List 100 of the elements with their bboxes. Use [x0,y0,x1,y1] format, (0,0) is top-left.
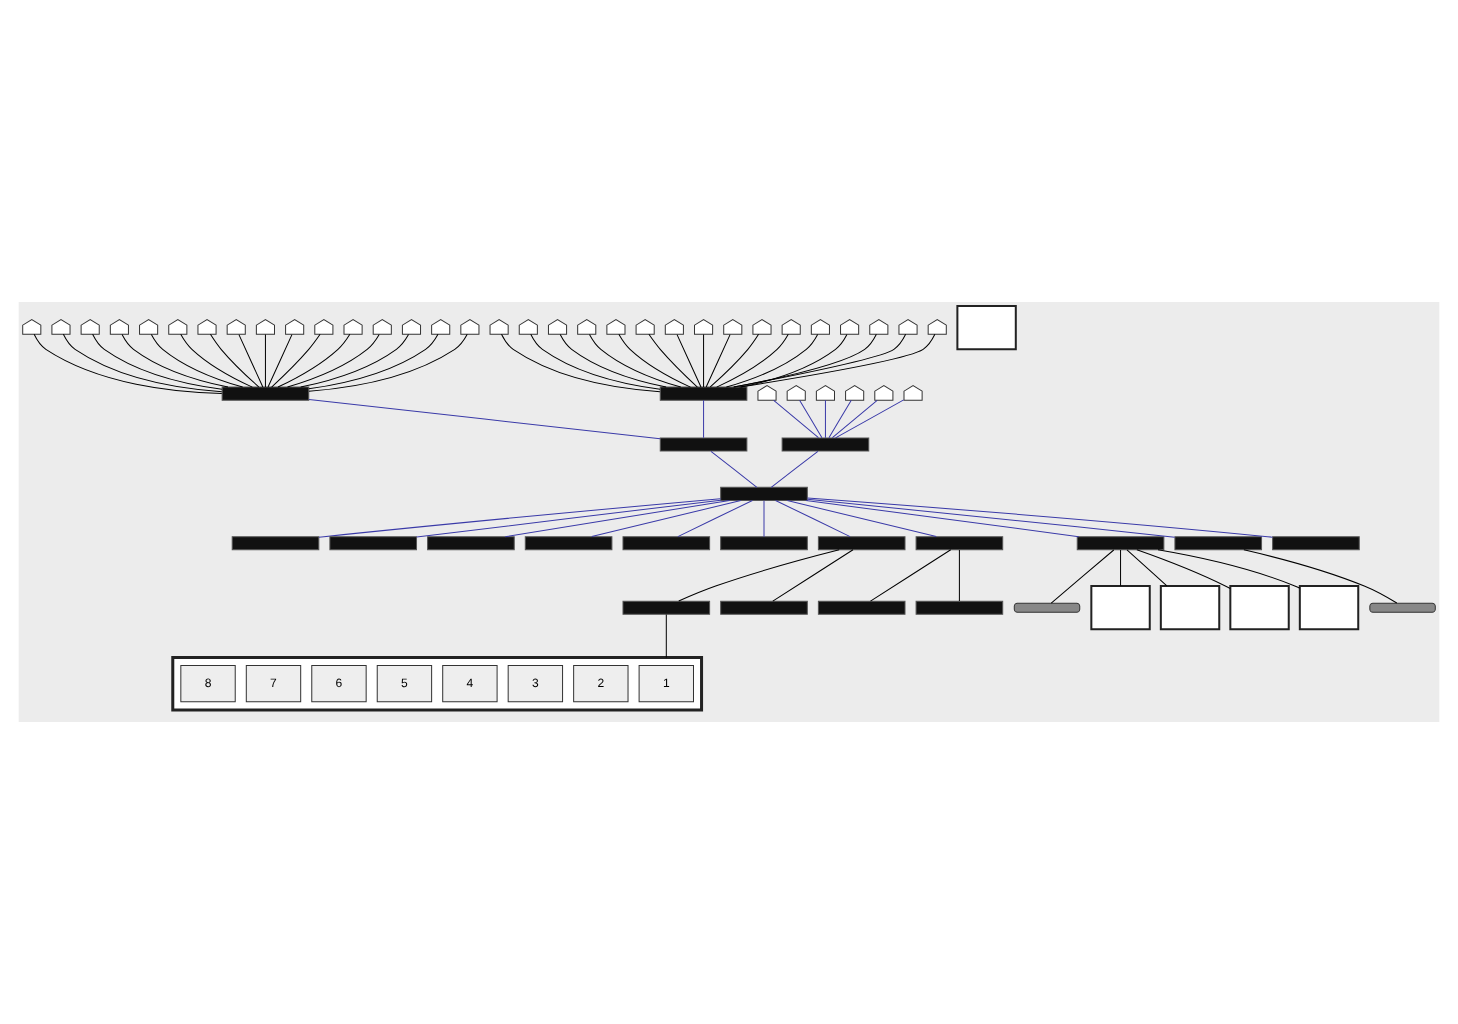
node-camera [460,319,480,335]
connector [277,333,351,388]
connector [180,333,253,388]
connector [33,333,223,394]
connector [824,399,826,439]
node-camera [786,385,806,401]
node-camera [606,319,626,335]
node-camera [903,385,923,401]
node-camera [197,319,217,335]
node-camera [723,319,743,335]
node-camera [635,319,655,335]
node-keyboard [1369,602,1436,613]
node-box [817,536,906,551]
node-box [622,600,711,615]
node-camera [757,385,777,401]
connector [799,399,823,439]
node-camera [898,319,918,335]
connector [308,399,661,440]
connector [318,498,722,538]
node-camera [845,385,865,401]
connector [1136,549,1231,590]
node-box [231,536,320,551]
connector [763,500,765,538]
connector [807,498,1176,538]
connector [807,497,1273,538]
node-box [659,437,748,452]
node-box [524,536,613,551]
node-camera [489,319,509,335]
connector [92,333,223,390]
connector [264,334,266,388]
node-camera [694,319,714,335]
node-camera [226,319,246,335]
connector [828,399,852,439]
connector [703,334,705,388]
node-camera [431,319,451,335]
node-camera [869,319,889,335]
node-box [329,536,418,551]
connector [300,334,410,388]
node-monitor [956,305,1017,351]
node-camera [547,319,568,335]
node-camera [815,385,835,401]
connector [1243,549,1398,604]
connector [271,333,321,388]
node-camera [781,319,801,335]
node-box [622,536,711,551]
node-monitor [1090,585,1151,631]
connector [772,549,854,602]
node-monitor [1159,585,1221,631]
node-camera [22,319,42,335]
connector [676,334,702,388]
node-box [1174,536,1263,551]
node-box [659,386,748,401]
connector [678,549,840,602]
connector [589,333,682,388]
connector [416,499,722,538]
node-monitor [1229,585,1290,631]
node-camera [314,319,334,335]
connector [150,333,244,388]
node-box [1076,536,1165,551]
connector [739,333,936,388]
node-box [781,437,870,452]
connector [504,499,730,538]
node-box [720,600,808,615]
connector [1050,549,1115,604]
connector [709,333,760,388]
connector [725,333,819,388]
connector [958,549,960,602]
node-keyboard [1013,602,1081,613]
connector [770,450,819,488]
connector [648,333,698,388]
connector [1126,549,1168,587]
connector [705,334,731,388]
node-camera [752,319,772,335]
node-box [915,536,1004,551]
node-box [1272,536,1360,551]
connector [703,399,705,439]
connector [1120,549,1122,587]
connector [773,399,819,439]
connector [501,333,661,393]
connector [62,333,223,393]
node-camera [51,319,71,335]
connector [238,334,264,388]
cluster [171,656,704,712]
node-camera [343,319,363,335]
connector [209,333,260,388]
connector [591,500,742,538]
node-camera [840,319,860,335]
connector [618,333,691,388]
connector [677,500,753,538]
node-box [720,486,808,501]
connector [308,333,468,392]
connector [530,333,661,390]
node-box [915,600,1004,615]
connector [710,450,758,488]
node-box [427,536,515,551]
node-camera [810,319,830,335]
connector [835,399,905,439]
node-camera [874,385,894,401]
node-monitor [1298,585,1360,631]
node-camera [927,319,947,335]
